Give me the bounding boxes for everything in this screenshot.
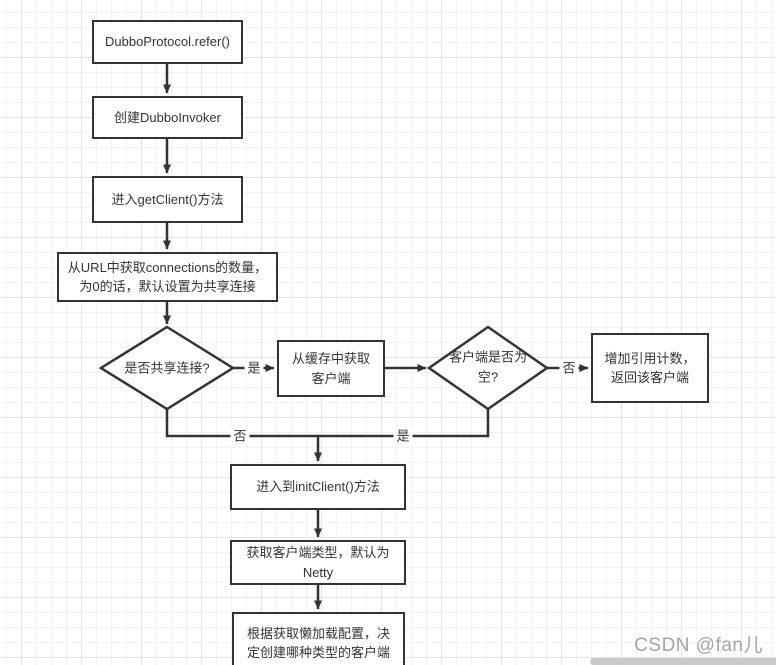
edge-label-empty-yes: 是: [393, 427, 413, 445]
node-add-ref-count: 增加引用计数， 返回该客户端: [591, 333, 709, 403]
decision-label-is-empty: 客户端是否为 空?: [448, 349, 527, 385]
decision-diamond-is-shared: [98, 325, 236, 411]
edge-shared-no-branch: [165, 409, 318, 438]
csdn-watermark: CSDN @fan儿: [634, 635, 763, 656]
edge-empty-yes-branch: [318, 409, 490, 438]
edge-label-empty-no: 否: [559, 359, 579, 377]
edge-label-shared-yes: 是: [244, 359, 264, 377]
node-client-type-netty: 获取客户端类型，默认为 Netty: [230, 540, 406, 585]
horizontal-scrollbar-thumb[interactable]: [590, 658, 776, 665]
node-create-dubboinvoker: 创建DubboInvoker: [92, 96, 243, 139]
edge-label-shared-no: 否: [230, 427, 250, 445]
node-get-from-cache: 从缓存中获取 客户端: [277, 340, 385, 397]
node-enter-getclient: 进入getClient()方法: [92, 176, 243, 223]
decision-diamond-is-empty: [426, 325, 550, 411]
decision-label-is-shared: 是否共享连接?: [124, 360, 210, 376]
node-lazy-load-config: 根据获取懒加载配置，决 定创建哪种类型的客户端: [232, 612, 405, 665]
node-enter-initclient: 进入到initClient()方法: [230, 464, 406, 510]
node-dubboprotocol-refer: DubboProtocol.refer(): [92, 20, 243, 64]
node-url-connections: 从URL中获取connections的数量， 为0的话，默认设置为共享连接: [57, 252, 278, 302]
